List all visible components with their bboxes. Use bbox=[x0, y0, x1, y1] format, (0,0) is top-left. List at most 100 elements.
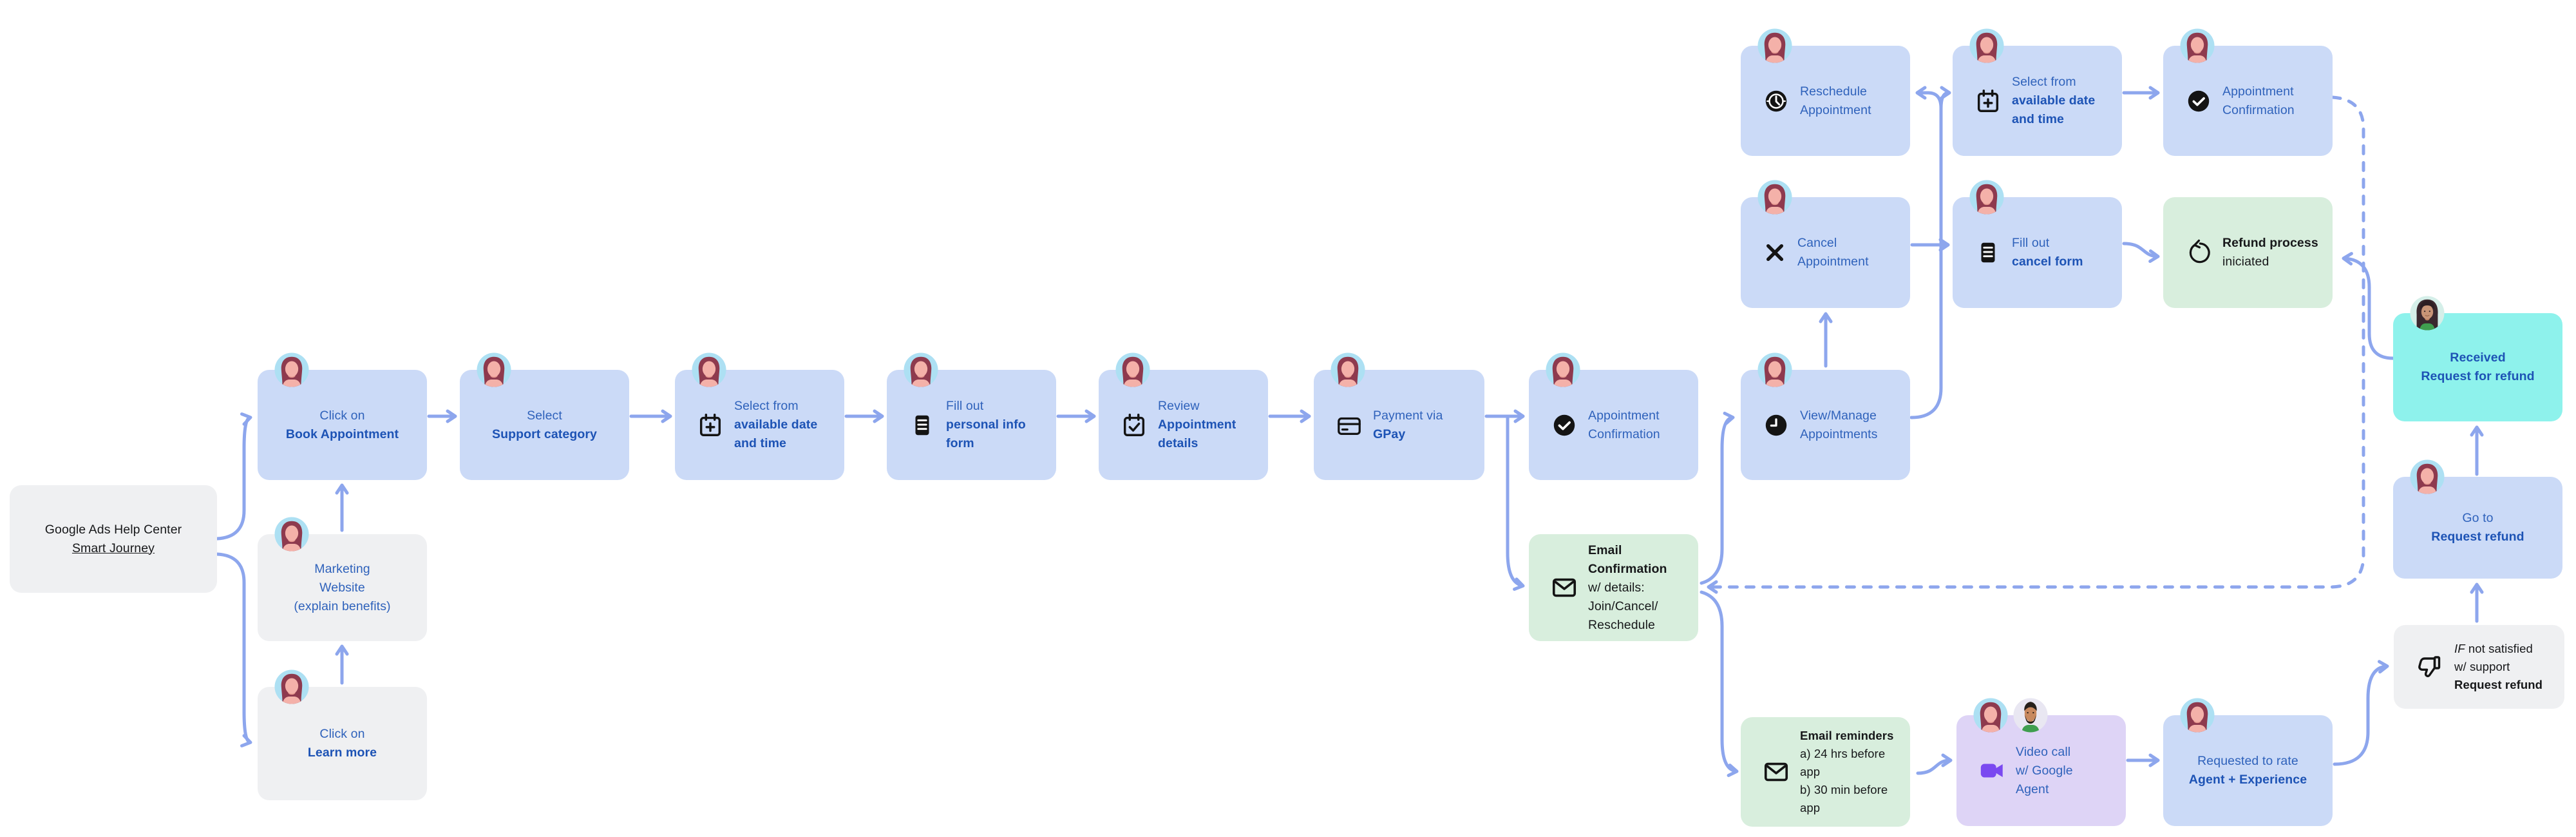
checkc-icon bbox=[1551, 412, 1578, 439]
label-line: w/ Google bbox=[2016, 763, 2073, 778]
clockc-icon bbox=[1763, 412, 1790, 439]
connector-viewmanage-up-trunk bbox=[1909, 102, 1943, 419]
label-line: iniciated bbox=[2222, 255, 2269, 269]
label-line: Select from bbox=[734, 399, 799, 413]
avatar-cust-icon bbox=[692, 352, 726, 387]
avatar-cust-icon bbox=[274, 669, 309, 704]
avatar-cust-icon bbox=[1973, 698, 2008, 733]
label-line: cancel form bbox=[2012, 255, 2083, 269]
connector-confirmation2-dashed-to-emailconf bbox=[1707, 95, 2365, 594]
label-line: Request for refund bbox=[2421, 369, 2535, 383]
connector-fork-to-selectdate2 bbox=[1939, 86, 1951, 110]
label-line: w/ support bbox=[2454, 660, 2510, 673]
avatar-cust-icon bbox=[1757, 180, 1792, 215]
label-line: IF not satisfied bbox=[2454, 640, 2543, 658]
label-line: Select from bbox=[2012, 75, 2076, 89]
node-select-date-time-2[interactable]: Select from available date and time bbox=[1953, 46, 2122, 156]
avatar-cust-icon bbox=[477, 352, 511, 387]
avatar-cust-icon bbox=[1969, 28, 2004, 63]
label-line: Support category bbox=[491, 427, 598, 441]
avatar-cust-icon bbox=[2180, 698, 2215, 733]
label-line: Appointment bbox=[1797, 255, 1869, 269]
node-fill-cancel-form[interactable]: Fill out cancel form bbox=[1953, 197, 2122, 308]
checkc-icon bbox=[2185, 88, 2212, 115]
label-line: Fill out bbox=[2012, 236, 2050, 250]
label-line: Click on bbox=[319, 408, 365, 423]
label-line: Join/Cancel/ bbox=[1588, 599, 1658, 613]
label-line: GPay bbox=[1373, 427, 1406, 441]
label-line: Go to bbox=[2462, 511, 2494, 525]
label-line: Click on bbox=[319, 727, 365, 741]
thumb-icon bbox=[2416, 653, 2444, 681]
avatar-cust-icon bbox=[1757, 352, 1792, 387]
label-line: available date bbox=[2012, 93, 2096, 108]
label-line: Requested to rate bbox=[2197, 754, 2298, 768]
label-line: Received bbox=[2450, 351, 2506, 365]
label-line: Google Ads Help Center bbox=[44, 522, 182, 537]
label-line: Learn more bbox=[307, 746, 377, 760]
label-line: Confirmation bbox=[1588, 427, 1660, 441]
label-line: Appointments bbox=[1800, 427, 1878, 441]
label-line: and time bbox=[2012, 112, 2064, 126]
card-icon bbox=[1336, 412, 1363, 439]
label-line: Email reminders bbox=[1800, 729, 1894, 742]
connector-reminders-to-video bbox=[1916, 753, 1953, 775]
label-line: personal info bbox=[946, 418, 1026, 432]
avatar-cust-icon bbox=[274, 517, 309, 552]
label-line: a) 24 hrs before app bbox=[1800, 747, 1886, 778]
connector-emailconf-to-viewmanage bbox=[1700, 411, 1735, 585]
node-label: Select from available date and time bbox=[2012, 73, 2095, 129]
node-click-learn-more[interactable]: Click on Learn more bbox=[258, 687, 427, 800]
label-line: available date bbox=[734, 418, 818, 432]
label-line: Request refund bbox=[2454, 678, 2543, 691]
label-line: Fill out bbox=[946, 399, 984, 413]
avatar-cust-icon bbox=[1757, 28, 1792, 63]
label-line: Agent bbox=[2016, 782, 2049, 796]
calcheck-icon bbox=[1121, 412, 1148, 439]
avatar-cust-icon bbox=[1331, 352, 1365, 387]
label-line: Appointment bbox=[1588, 408, 1660, 423]
avatar-cust-icon bbox=[1546, 352, 1580, 387]
label-line: Cancel bbox=[1797, 236, 1837, 250]
label-line: Marketing bbox=[314, 561, 370, 576]
label-line: Select bbox=[527, 408, 562, 423]
calplus-icon bbox=[1975, 88, 2002, 115]
x-icon bbox=[1763, 240, 1787, 265]
connector-gpay-branch-to-emailconf bbox=[1506, 416, 1525, 591]
label-line: Agent + Experience bbox=[2188, 773, 2307, 787]
label-line: Appointment bbox=[1158, 418, 1236, 432]
